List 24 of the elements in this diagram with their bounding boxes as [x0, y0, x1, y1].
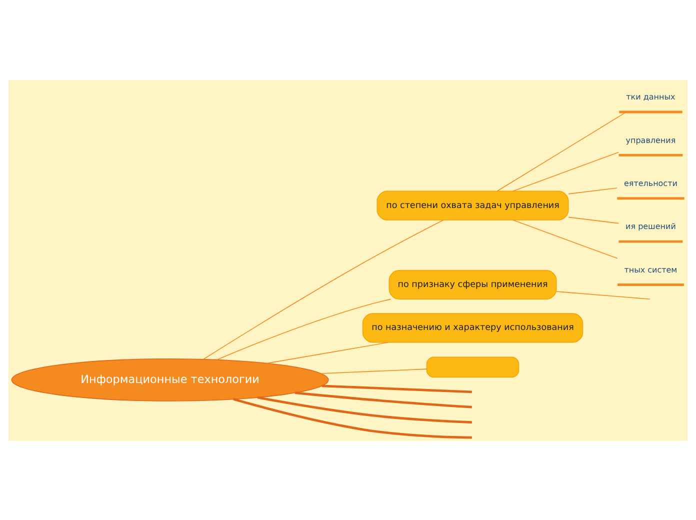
node-box [426, 356, 520, 378]
connector [568, 216, 619, 224]
node-box: по степени охвата задач управления [376, 190, 569, 220]
node-text: управления [626, 135, 676, 144]
connector [512, 219, 618, 258]
connector [216, 298, 392, 360]
connector [512, 151, 619, 192]
node-text: еятельности [624, 178, 678, 188]
connector [294, 391, 472, 408]
connector [556, 290, 650, 300]
connector [257, 396, 472, 424]
node-text: тки данных [626, 92, 676, 102]
node-box: по признаку сферы применения [388, 269, 557, 300]
node-text: тных систем [624, 264, 678, 274]
connector [568, 187, 618, 194]
connector [322, 384, 472, 393]
connector [320, 368, 428, 374]
node-text: ия решений [626, 222, 676, 231]
connector [233, 397, 472, 438]
node-box: по назначению и характеру использования [362, 312, 584, 342]
node-ellipse: Информационные технологии [11, 358, 329, 401]
connector [266, 341, 389, 364]
connector [203, 219, 444, 360]
connector [496, 111, 627, 191]
